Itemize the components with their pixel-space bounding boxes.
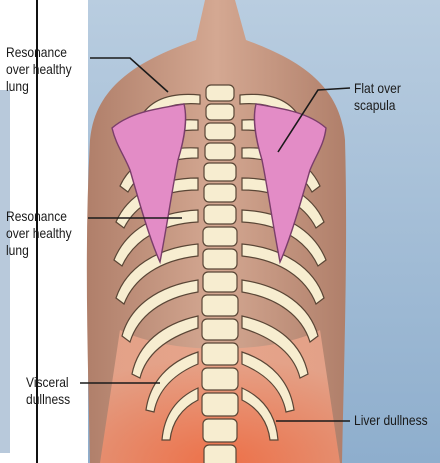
label-line: over healthy <box>6 61 72 78</box>
label-line: dullness <box>26 391 70 408</box>
label-line: lung <box>6 78 72 95</box>
label-line: Visceral <box>26 374 70 391</box>
label-line: over healthy <box>6 225 72 242</box>
label-liver-dullness: Liver dullness <box>354 412 428 429</box>
label-line: scapula <box>354 97 401 114</box>
label-flat-over-scapula: Flat over scapula <box>354 80 401 114</box>
label-visceral-dullness: Visceral dullness <box>26 374 70 408</box>
label-resonance-mid: Resonance over healthy lung <box>6 208 72 259</box>
adjacent-image-strip <box>0 90 10 453</box>
label-resonance-upper: Resonance over healthy lung <box>6 44 72 95</box>
label-line: lung <box>6 242 72 259</box>
label-line: Flat over <box>354 80 401 97</box>
label-line: Resonance <box>6 44 72 61</box>
label-line: Resonance <box>6 208 72 225</box>
